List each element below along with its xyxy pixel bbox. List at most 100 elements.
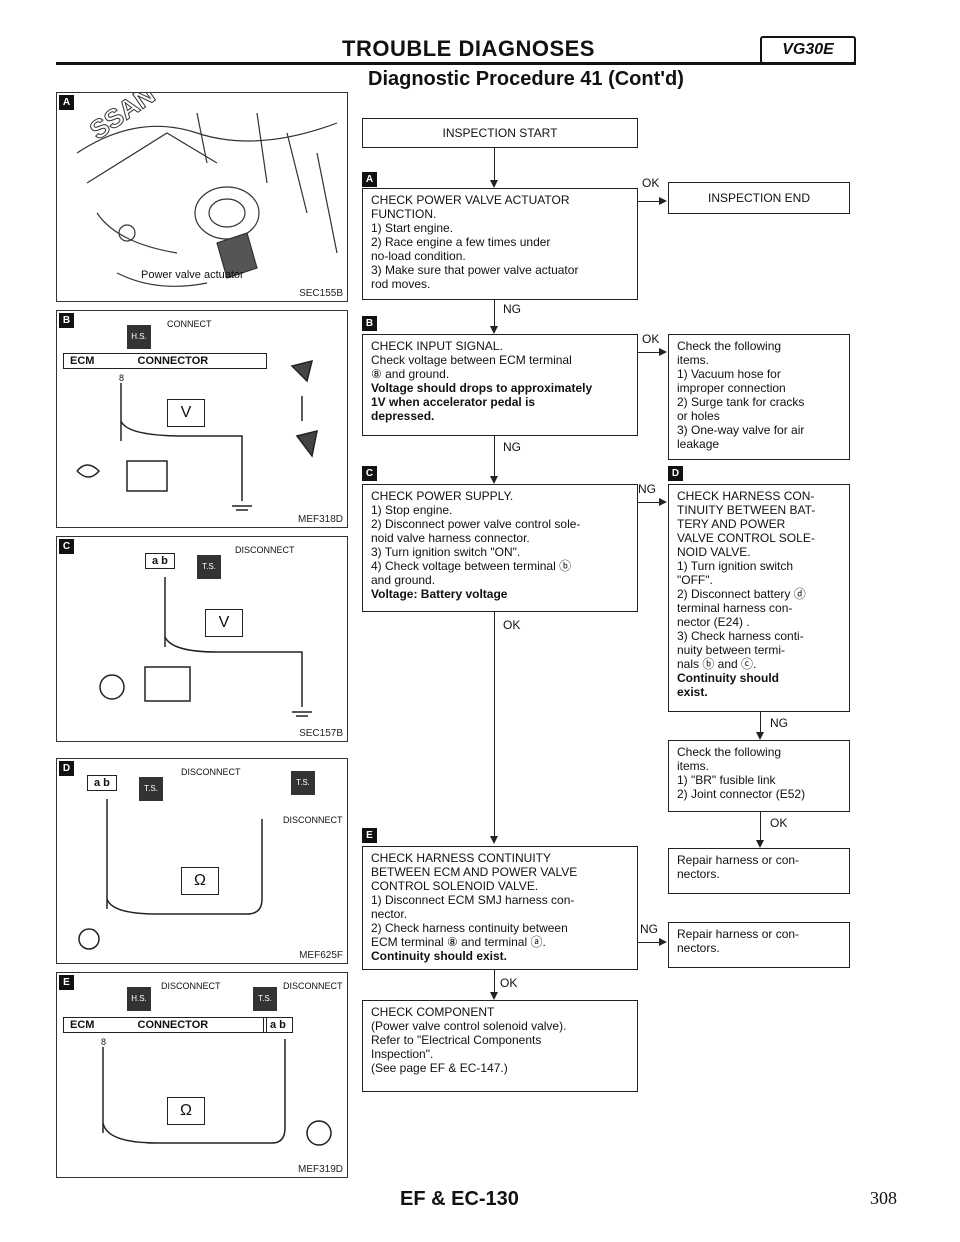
actuator-label: Power valve actuator [141, 269, 244, 281]
flow-arrow [490, 326, 498, 334]
hs-icon: H.S. [127, 987, 151, 1011]
page-title: TROUBLE DIAGNOSES [342, 36, 595, 61]
ts-icon: T.S. [197, 555, 221, 579]
ecm-label: ECM [70, 1019, 95, 1031]
step-e-text: CHECK HARNESS CONTINUITY BETWEEN ECM AND… [371, 851, 578, 949]
voltmeter-icon: V [205, 609, 243, 637]
ng-label-b: NG [503, 440, 521, 454]
flow-line [638, 201, 660, 202]
panel-c-wiring [99, 577, 312, 717]
ng-label-a: NG [503, 302, 521, 316]
ok-label-b: OK [642, 332, 660, 346]
page-number: 308 [870, 1188, 897, 1208]
disconnect-label: DISCONNECT [235, 545, 295, 555]
flow-arrow [659, 498, 667, 506]
repair-box-2: Repair harness or con- nectors. [668, 922, 850, 968]
panel-d-tag: D [59, 761, 74, 776]
flow-line [638, 502, 660, 503]
flow-arrow [490, 836, 498, 844]
flow-line [638, 942, 660, 943]
check-items-box-b: Check the following items. 1) Vacuum hos… [668, 334, 850, 460]
panel-d-code: MEF625F [299, 950, 343, 961]
panel-e-code: MEF319D [297, 1164, 343, 1175]
panel-b-wiring [76, 359, 318, 511]
step-d-text: CHECK HARNESS CON- TINUITY BETWEEN BAT- … [677, 489, 816, 671]
ecm-label: ECM [70, 355, 95, 367]
step-b-box: CHECK INPUT SIGNAL. Check voltage betwee… [362, 334, 638, 436]
ab-connector: a b [145, 553, 175, 569]
check-items-box-d: Check the following items. 1) "BR" fusib… [668, 740, 850, 812]
step-d-box: CHECK HARNESS CON- TINUITY BETWEEN BAT- … [668, 484, 850, 712]
step-a-lines: 1) Start engine. 2) Race engine a few ti… [371, 221, 579, 291]
voltmeter-icon: V [167, 399, 205, 427]
ng-label-e: NG [640, 922, 658, 936]
svg-text:SSAN: SSAN [84, 93, 160, 145]
flow-arrow [659, 197, 667, 205]
step-a-tag: A [362, 172, 377, 187]
panel-c-tag: C [59, 539, 74, 554]
step-a-box: CHECK POWER VALVE ACTUATOR FUNCTION. 1) … [362, 188, 638, 300]
flow-line [760, 712, 761, 734]
step-e-box: CHECK HARNESS CONTINUITY BETWEEN ECM AND… [362, 846, 638, 970]
page-reference: EF & EC-130 [400, 1188, 519, 1210]
ab-connector: a b [263, 1017, 293, 1033]
flow-arrow [756, 732, 764, 740]
flow-arrow [490, 476, 498, 484]
check-component-box: CHECK COMPONENT (Power valve control sol… [362, 1000, 638, 1092]
panel-e-wiring [102, 1039, 332, 1146]
flow-line [494, 436, 495, 478]
step-d-spec: Continuity should exist. [677, 671, 779, 699]
flow-arrow [659, 348, 667, 356]
step-b-spec: Voltage should drops to approximately 1V… [371, 381, 593, 423]
pin-label: 8 [101, 1037, 107, 1047]
page-subtitle: Diagnostic Procedure 41 (Cont'd) [368, 68, 684, 90]
step-d-tag: D [668, 466, 683, 481]
step-e-spec: Continuity should exist. [371, 949, 508, 963]
panel-b: B H.S. CONNECT ECM CONNECTOR 8 V MEF318D [56, 310, 348, 528]
step-c-spec: Voltage: Battery voltage [371, 587, 508, 601]
step-c-tag: C [362, 466, 377, 481]
ng-label-d: NG [770, 716, 788, 730]
hs-icon: H.S. [127, 325, 151, 349]
step-e-tag: E [362, 828, 377, 843]
panel-c-code: SEC157B [299, 728, 343, 739]
ecm-connector: ECM CONNECTOR [63, 1017, 267, 1033]
ng-label-c: NG [638, 482, 656, 496]
ts-icon: T.S. [139, 777, 163, 801]
flow-line [638, 352, 660, 353]
step-c-text: CHECK POWER SUPPLY. 1) Stop engine. 2) D… [371, 489, 581, 587]
flow-arrow [490, 992, 498, 1000]
connect-label: CONNECT [167, 319, 212, 329]
panel-c: C a b T.S. DISCONNECT V SEC157B [56, 536, 348, 742]
pin-label: 8 [119, 373, 125, 383]
ok-label-e: OK [500, 976, 518, 990]
panel-a: A SSAN Power valve actuator SEC155B [56, 79, 348, 302]
panel-a-code: SEC155B [299, 288, 343, 299]
inspection-start-box: INSPECTION START [362, 118, 638, 148]
ok-label-a: OK [642, 176, 660, 190]
ab-connector: a b [87, 775, 117, 791]
panel-e: E H.S. DISCONNECT T.S. DISCONNECT ECM CO… [56, 972, 348, 1178]
ohmmeter-icon: Ω [181, 867, 219, 895]
ecm-connector: ECM CONNECTOR [63, 353, 267, 369]
ohmmeter-icon: Ω [167, 1097, 205, 1125]
panel-d-wiring [78, 799, 263, 950]
panel-b-tag: B [59, 313, 74, 328]
ts-icon-2: T.S. [291, 771, 315, 795]
connector-label: CONNECTOR [137, 355, 209, 367]
inspection-end-box: INSPECTION END [668, 182, 850, 214]
flow-line [494, 148, 495, 184]
flow-arrow [756, 840, 764, 848]
step-b-tag: B [362, 316, 377, 331]
disconnect-label-1: DISCONNECT [161, 981, 221, 991]
panel-e-tag: E [59, 975, 74, 990]
disconnect-label-2: DISCONNECT [283, 981, 343, 991]
title-rule [56, 62, 856, 65]
connector-label: CONNECTOR [137, 1019, 209, 1031]
panel-a-tag: A [59, 95, 74, 110]
disconnect-label-2: DISCONNECT [283, 815, 343, 825]
flow-arrow [490, 180, 498, 188]
ts-icon: T.S. [253, 987, 277, 1011]
flow-line [494, 970, 495, 994]
ok-label-d: OK [770, 816, 788, 830]
